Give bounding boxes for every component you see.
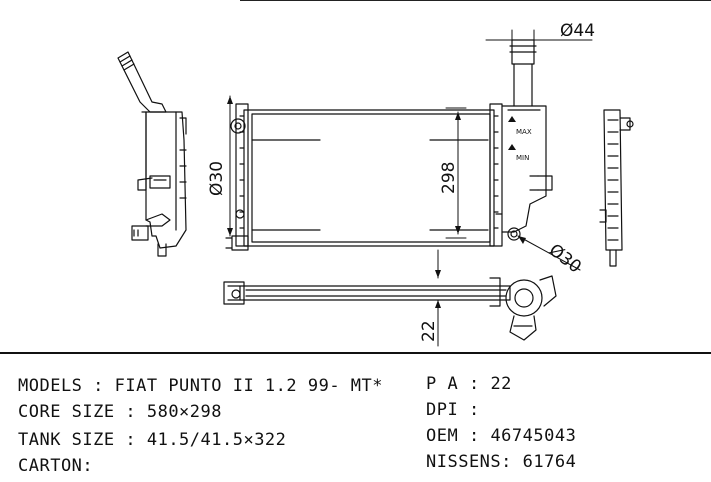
- models-row: MODELS : FIAT PUNTO II 1.2 99- MT*: [18, 376, 384, 396]
- tank-size-value: 41.5/41.5×322: [146, 430, 287, 450]
- dim-left-diameter-label: Ø30: [207, 161, 227, 196]
- core-size-value: 580×298: [146, 402, 222, 422]
- pa-row: P A : 22: [426, 374, 512, 394]
- tank-min-mark: MIN: [516, 154, 529, 162]
- dpi-label: DPI: [426, 400, 459, 420]
- tank-size-row: TANK SIZE : 41.5/41.5×322: [18, 430, 287, 450]
- dim-bottom-diameter-label: Ø30: [545, 240, 585, 277]
- models-value: FIAT PUNTO II 1.2 99- MT*: [114, 376, 384, 396]
- bottom-view: [223, 275, 557, 341]
- nissens-label: NISSENS:: [426, 452, 512, 472]
- pa-value: 22: [490, 374, 512, 394]
- models-label: MODELS: [18, 376, 83, 396]
- drawing-frame-line: [240, 0, 711, 1]
- pa-label: P A: [426, 374, 459, 394]
- spec-panel: MODELS : FIAT PUNTO II 1.2 99- MT* CORE …: [0, 352, 711, 482]
- nissens-row: NISSENS: 61764: [426, 450, 576, 474]
- nissens-value: 61764: [522, 452, 577, 472]
- core-size-row: CORE SIZE : 580×298: [18, 402, 222, 422]
- tank-size-label: TANK SIZE: [18, 430, 115, 450]
- carton-label: CARTON:: [18, 456, 94, 476]
- core-size-label: CORE SIZE: [18, 402, 115, 422]
- tank-max-mark: MAX: [516, 128, 532, 136]
- oem-label: OEM: [426, 426, 459, 446]
- radiator-drawing-svg: Ø44 Ø30 298 Ø30 22 MAX MIN: [117, 21, 634, 347]
- oem-row: OEM : 46745043: [426, 426, 577, 446]
- left-side-view: [117, 51, 187, 257]
- technical-drawing: Ø44 Ø30 298 Ø30 22 MAX MIN: [117, 0, 711, 347]
- dim-depth-label: 22: [419, 320, 439, 342]
- dimension-arrowheads: [227, 96, 526, 308]
- carton-row: CARTON:: [18, 454, 93, 478]
- radiator-front-view: [225, 39, 553, 251]
- dimension-lines: [229, 29, 593, 347]
- right-side-view: [599, 109, 634, 267]
- dim-core-height-label: 298: [439, 162, 459, 194]
- dpi-row: DPI :: [426, 400, 480, 420]
- oem-value: 46745043: [490, 426, 577, 446]
- dim-top-diameter-label: Ø44: [560, 21, 595, 41]
